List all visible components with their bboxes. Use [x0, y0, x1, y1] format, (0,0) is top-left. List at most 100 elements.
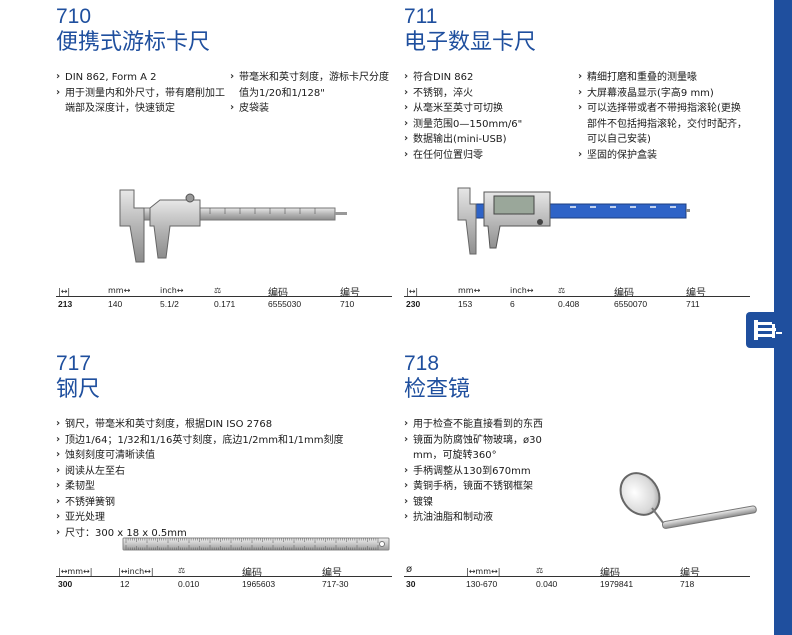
- feature-list: 符合DIN 862 不锈钢，淬火 从毫米至英寸可切换 测量范围0—150mm/6…: [404, 69, 574, 164]
- col-header: mm: [108, 286, 124, 295]
- col-header-number: 编号: [340, 288, 360, 299]
- product-number: 711: [404, 5, 438, 28]
- product-number: 717: [56, 352, 92, 375]
- length-range-icon: |↔|: [406, 287, 419, 296]
- inspection-mirror-image: [619, 472, 757, 529]
- table-cell: 1965603: [242, 579, 276, 589]
- feature-item: 手柄调整从130到670mm: [404, 463, 574, 480]
- product-number: 718: [404, 352, 440, 375]
- table-rule: [404, 296, 750, 297]
- scale-weight-icon: ⚖: [558, 286, 566, 295]
- feature-item: 坚固的保护盒装: [578, 147, 748, 164]
- feature-item: 符合DIN 862: [404, 69, 574, 86]
- col-header-code: 编码: [242, 568, 262, 579]
- feature-item: 用于检查不能直接看到的东西: [404, 416, 574, 433]
- feature-list: 钢尺，带毫米和英寸刻度，根据DIN ISO 2768 顶边1/64；1/32和1…: [56, 416, 386, 542]
- scale-weight-icon: ⚖: [178, 566, 186, 575]
- table-cell: 717-30: [322, 579, 349, 589]
- feature-list: DIN 862, Form A 2 用于测量内和外尺寸，带有磨削加工端部及深度计…: [56, 69, 226, 117]
- feature-list: 精细打磨和重叠的测量喙 大屏幕液晶显示(字高9 mm) 可以选择带或者不带拇指滚…: [578, 69, 748, 164]
- table-cell: 0.171: [214, 299, 236, 309]
- col-header-code: 编码: [614, 288, 634, 299]
- col-header: mm: [67, 567, 83, 576]
- length-range-icon: |↔mm↔|: [58, 567, 93, 576]
- feature-item: 带毫米和英寸刻度，游标卡尺分度值为1/20和1/128": [230, 69, 390, 101]
- product-title: 便携式游标卡尺: [56, 30, 211, 55]
- table-cell: 230: [406, 299, 421, 309]
- feature-item: 大屏幕液晶显示(字高9 mm): [578, 85, 748, 102]
- scale-weight-icon: ⚖: [536, 566, 544, 575]
- table-cell: 0.040: [536, 579, 558, 589]
- chapter-tab[interactable]: [746, 312, 786, 348]
- table-cell: 0.010: [178, 579, 200, 589]
- table-cell: 6: [510, 299, 515, 309]
- col-header: inch: [127, 567, 145, 576]
- table-cell: 213: [58, 299, 73, 309]
- table-cell: 6550070: [614, 299, 648, 309]
- product-title: 电子数显卡尺: [404, 30, 537, 55]
- feature-item: 尺寸：300 x 18 x 0.5mm: [56, 525, 386, 542]
- col-header: mm: [458, 286, 474, 295]
- table-cell: 5.1/2: [160, 299, 179, 309]
- feature-item: 测量范围0—150mm/6": [404, 116, 574, 133]
- table-cell: 130-670: [466, 579, 498, 589]
- feature-item: 阅读从左至右: [56, 463, 386, 480]
- col-header: inch: [160, 286, 177, 295]
- table-cell: 300: [58, 579, 73, 589]
- table-rule: [56, 296, 392, 297]
- caliper-mm-icon: ↔: [123, 286, 131, 295]
- caliper-inch-icon: ↔: [176, 286, 184, 295]
- calipers-icon: [754, 320, 782, 340]
- caliper-inch-icon: ↔: [526, 286, 534, 295]
- table-rule: [56, 576, 392, 577]
- col-header-number: 编号: [322, 568, 342, 579]
- table-cell: 718: [680, 579, 695, 589]
- length-range-icon: |↔|: [58, 287, 71, 296]
- product-title: 检查镜: [404, 377, 471, 402]
- col-header-number: 编号: [680, 568, 700, 579]
- feature-item: 抗油油脂和制动液: [404, 509, 574, 526]
- feature-list: 带毫米和英寸刻度，游标卡尺分度值为1/20和1/128" 皮袋装: [230, 69, 390, 117]
- feature-item: 黄铜手柄，镜面不锈钢框架: [404, 478, 574, 495]
- feature-item: 钢尺，带毫米和英寸刻度，根据DIN ISO 2768: [56, 416, 386, 433]
- feature-item: 柔韧型: [56, 478, 386, 495]
- caliper-mm-icon: ↔: [473, 286, 481, 295]
- product-title: 钢尺: [56, 377, 101, 402]
- table-cell: 711: [686, 299, 700, 309]
- col-header: inch: [510, 286, 527, 295]
- feature-item: 镀镍: [404, 494, 574, 511]
- feature-item: 顶边1/64；1/32和1/16英寸刻度，底边1/2mm和1/1mm刻度: [56, 432, 386, 449]
- feature-item: DIN 862, Form A 2: [56, 69, 226, 86]
- table-cell: 153: [458, 299, 473, 309]
- table-rule: [404, 576, 750, 577]
- col-header-code: 编码: [600, 568, 620, 579]
- feature-item: 可以选择带或者不带拇指滚轮(更换部件不包括拇指滚轮，交付时配齐，可以自己安装): [578, 100, 748, 148]
- col-header-diameter: ø: [406, 564, 413, 575]
- col-header-number: 编号: [686, 288, 706, 299]
- col-header-code: 编码: [268, 288, 288, 299]
- length-range-icon: |↔mm↔|: [466, 567, 501, 576]
- feature-item: 蚀刻刻度可清晰读值: [56, 447, 386, 464]
- product-number: 710: [56, 5, 92, 28]
- vernier-caliper-image: [119, 189, 347, 263]
- table-cell: 6555030: [268, 299, 302, 309]
- feature-list: 用于检查不能直接看到的东西 镜面为防腐蚀矿物玻璃，ø30 mm，可旋转360° …: [404, 416, 574, 526]
- table-cell: 30: [406, 579, 416, 589]
- table-cell: 12: [120, 579, 130, 589]
- table-cell: 710: [340, 299, 355, 309]
- table-cell: 0.408: [558, 299, 580, 309]
- digital-caliper-image: [457, 187, 690, 255]
- table-cell: 1979841: [600, 579, 634, 589]
- table-cell: 140: [108, 299, 123, 309]
- inch-range-icon: |↔inch↔|: [118, 567, 154, 576]
- steel-ruler-image: [122, 537, 390, 551]
- col-header: mm: [475, 567, 491, 576]
- feature-item: 不锈弹簧钢: [56, 494, 386, 511]
- feature-item: 在任何位置归零: [404, 147, 574, 164]
- feature-item: 不锈钢，淬火: [404, 85, 574, 102]
- feature-item: 镜面为防腐蚀矿物玻璃，ø30 mm，可旋转360°: [404, 432, 574, 464]
- feature-item: 皮袋装: [230, 100, 390, 117]
- feature-item: 亚光处理: [56, 509, 386, 526]
- scale-weight-icon: ⚖: [214, 286, 222, 295]
- feature-item: 数据输出(mini-USB): [404, 131, 574, 148]
